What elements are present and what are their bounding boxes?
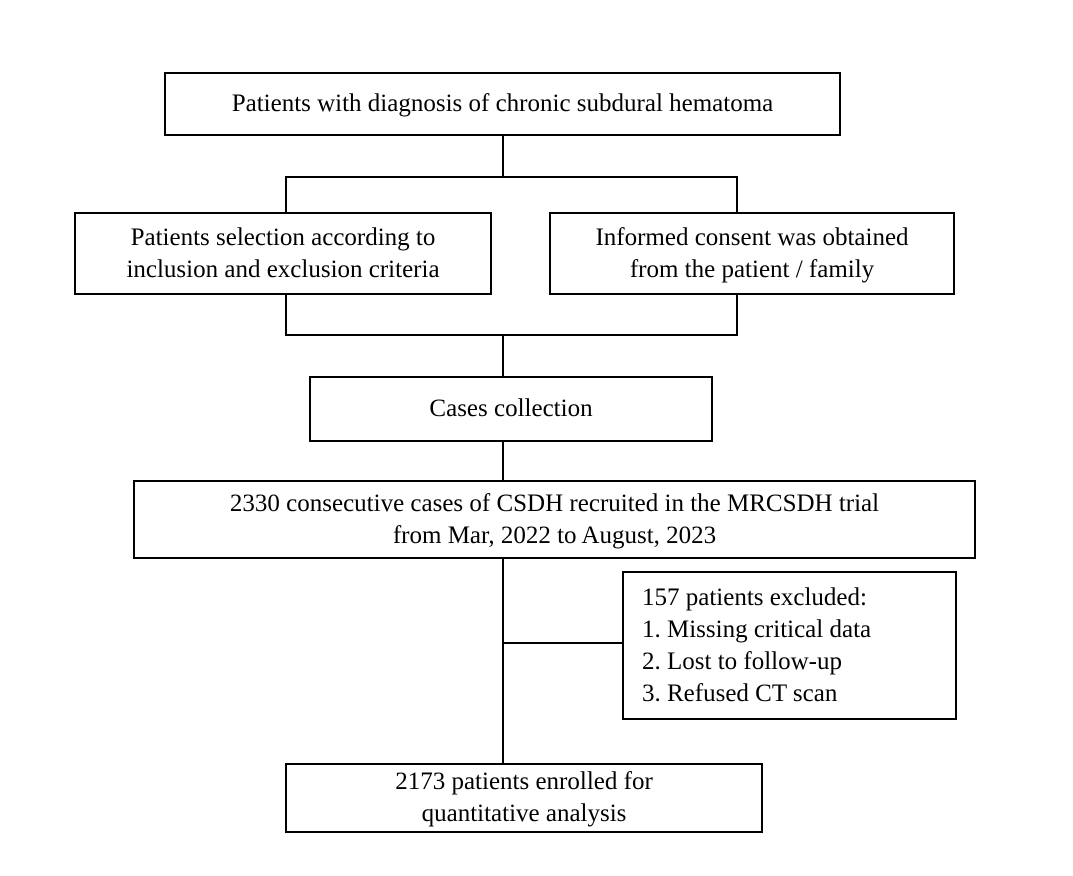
selection-text-line-1: Patients selection according to [130, 223, 436, 251]
consent-box: Informed consent was obtained from the p… [549, 212, 955, 295]
enrolled-box: 2173 patients enrolled for quantitative … [285, 763, 763, 833]
enrolled-text-line-2: quantitative analysis [421, 800, 627, 827]
collection-box: Cases collection [309, 376, 713, 442]
connector-branch-merge [285, 294, 738, 336]
consent-text-line-2: from the patient / family [629, 255, 875, 283]
excluded-text-line-1: 157 patients excluded: [642, 583, 867, 611]
selection-box: Patients selection according to inclusio… [74, 212, 492, 295]
connector-branch-split [285, 176, 738, 213]
excluded-text-line-2: 1. Missing critical data [642, 615, 872, 643]
diagnosis-box: Patients with diagnosis of chronic subdu… [164, 72, 841, 136]
excluded-text-line-3: 2. Lost to follow-up [642, 647, 842, 675]
enrolled-text-line-1: 2173 patients enrolled for [395, 768, 653, 795]
recruited-text-line-2: from Mar, 2022 to August, 2023 [392, 521, 717, 549]
recruited-box: 2330 consecutive cases of CSDH recruited… [133, 480, 976, 559]
consent-text-line-1: Informed consent was obtained [595, 223, 909, 251]
excluded-text-line-4: 3. Refused CT scan [642, 679, 838, 707]
recruited-text-line-1: 2330 consecutive cases of CSDH recruited… [229, 489, 880, 517]
collection-text: Cases collection [429, 395, 593, 422]
excluded-box: 157 patients excluded: 1. Missing critic… [622, 571, 957, 720]
diagnosis-text: Patients with diagnosis of chronic subdu… [231, 90, 774, 117]
selection-text-line-2: inclusion and exclusion criteria [126, 255, 440, 283]
